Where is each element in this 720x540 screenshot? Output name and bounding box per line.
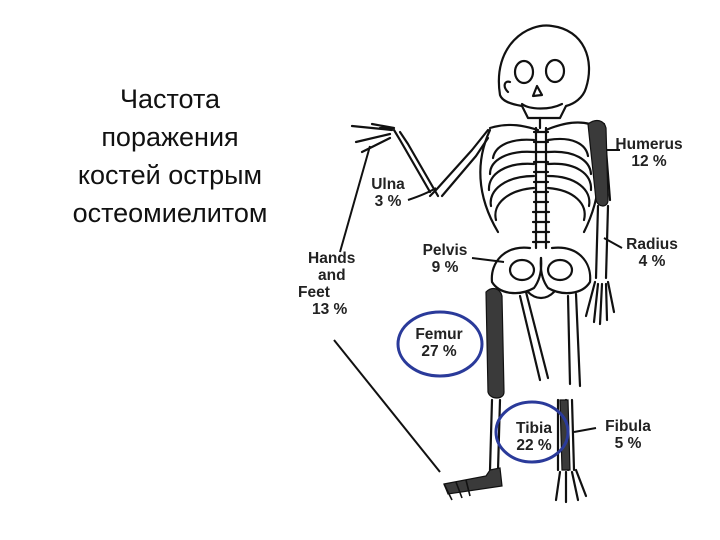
label-tibia: Tibia 22 % <box>502 420 566 454</box>
label-pelvis-value: 9 % <box>431 259 459 276</box>
label-femur: Femur 27 % <box>404 326 474 360</box>
label-radius-value: 4 % <box>638 253 666 270</box>
spine <box>531 116 551 250</box>
femur-bone <box>485 287 505 399</box>
humerus-bone <box>587 119 609 207</box>
title-line-4: остеомиелитом <box>72 198 268 228</box>
label-humerus: Humerus 12 % <box>604 136 694 170</box>
label-humerus-name: Humerus <box>615 136 683 153</box>
title-line-3: костей острым <box>77 160 263 190</box>
diagram-title: Частота поражения костей острым остеомие… <box>40 80 300 232</box>
title-line-2: поражения <box>101 122 239 152</box>
leader-feet <box>333 339 441 473</box>
leader-pelvis <box>471 257 505 263</box>
label-tibia-name: Tibia <box>516 420 552 437</box>
leader-radius <box>603 237 623 249</box>
label-ulna-value: 3 % <box>374 193 402 210</box>
label-hands-feet-line-2: and <box>318 267 346 284</box>
label-hands-feet-line-1: Hands <box>308 250 356 267</box>
skull <box>497 24 591 120</box>
foot-bone <box>443 467 503 495</box>
title-line-1: Частота <box>119 84 221 114</box>
label-humerus-value: 12 % <box>631 153 667 170</box>
label-fibula: Fibula 5 % <box>592 418 664 452</box>
label-fibula-value: 5 % <box>614 435 642 452</box>
label-femur-value: 27 % <box>421 343 457 360</box>
label-pelvis-name: Pelvis <box>422 242 468 259</box>
pelvis <box>490 246 592 300</box>
label-tibia-value: 22 % <box>516 437 552 454</box>
label-hands-feet-line-3: Feet <box>298 284 330 301</box>
clavicles <box>488 121 592 132</box>
leader-ulna <box>407 187 437 201</box>
label-hands-feet-value: 13 % <box>312 301 348 318</box>
leader-fibula <box>573 427 597 433</box>
leader-hands <box>339 145 371 253</box>
tibia-highlight-circle <box>494 400 570 464</box>
label-ulna: Ulna 3 % <box>358 176 418 210</box>
label-femur-name: Femur <box>415 326 463 343</box>
label-hands-feet: Hands and Feet 13 % <box>290 250 370 318</box>
label-fibula-name: Fibula <box>605 418 651 435</box>
arm-left <box>350 122 490 198</box>
label-radius: Radius 4 % <box>612 236 692 270</box>
femur-highlight-circle <box>396 310 484 378</box>
legs <box>488 290 588 504</box>
label-ulna-name: Ulna <box>371 176 405 193</box>
label-pelvis: Pelvis 9 % <box>414 242 476 276</box>
label-radius-name: Radius <box>626 236 678 253</box>
